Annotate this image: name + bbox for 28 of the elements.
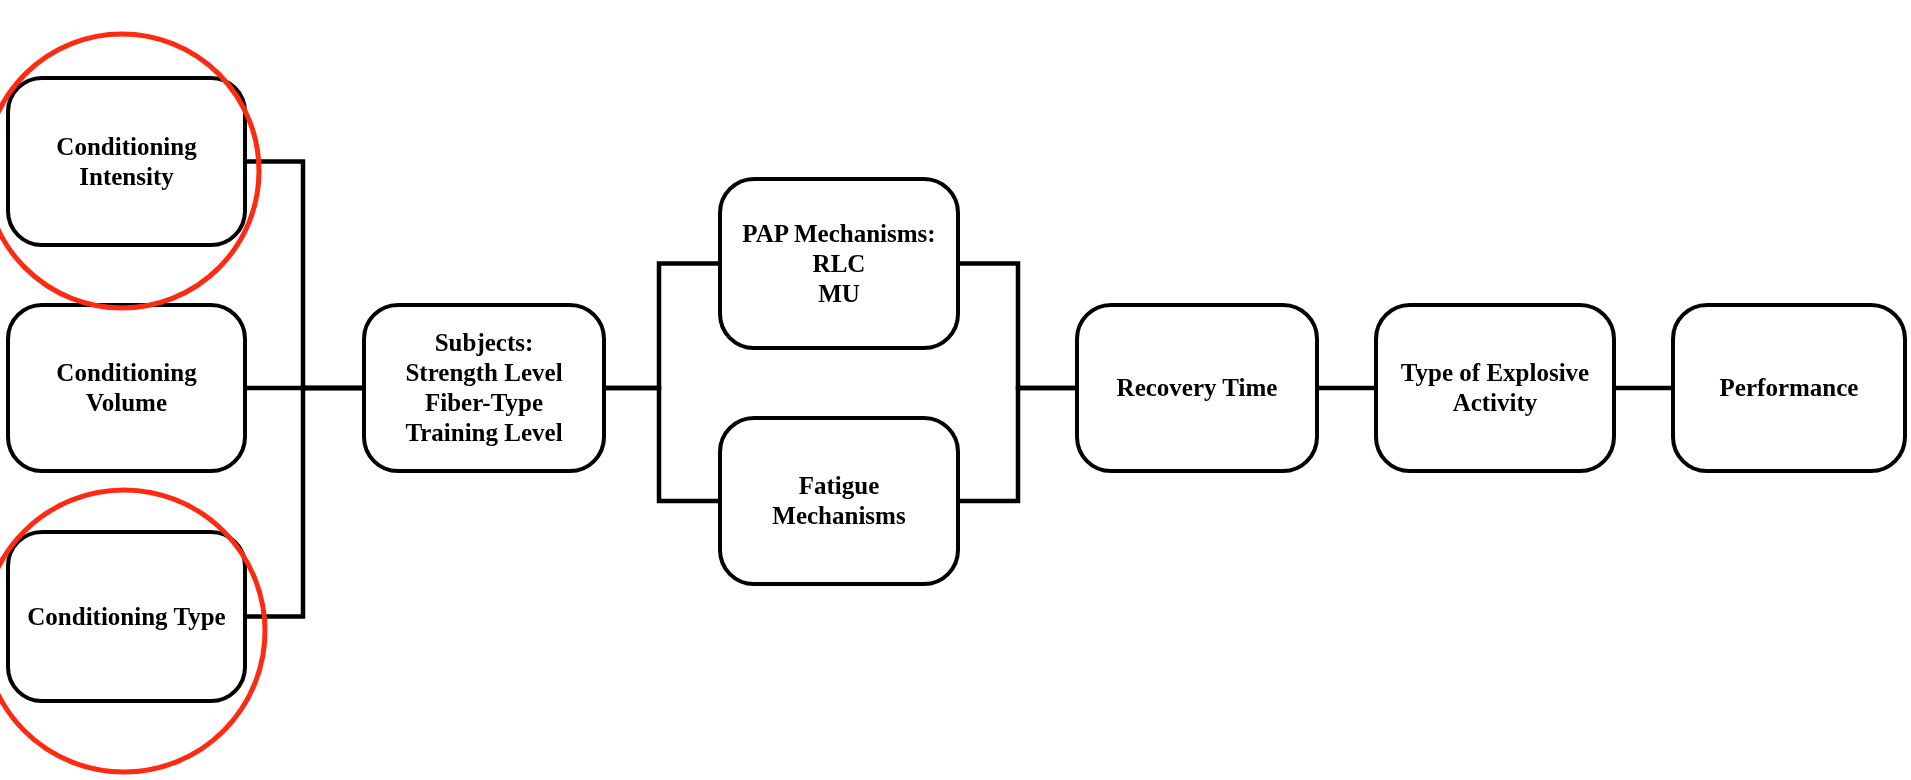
box-label: Conditioning Volume (55, 358, 198, 418)
rounded-box (6, 76, 247, 247)
rounded-box (718, 177, 960, 350)
rounded-box (718, 416, 960, 586)
box-label: Conditioning Type (27, 601, 226, 632)
box-label: Fiber-Type (425, 388, 543, 418)
box-label: MU (818, 278, 860, 309)
box-label: Type of Explosive Activity (1399, 358, 1591, 418)
box-label: Subjects: (434, 328, 534, 358)
box-label: RLC (812, 248, 866, 279)
box-label: Performance (1719, 373, 1859, 403)
box-label: Conditioning Intensity (55, 131, 198, 192)
connector-line (606, 385, 718, 504)
rounded-box (6, 303, 247, 473)
rounded-box (362, 303, 606, 473)
box-label: PAP Mechanisms: (742, 218, 936, 249)
box-label: Recovery Time (1116, 373, 1278, 403)
rounded-box (1075, 303, 1319, 473)
connector-line (1319, 385, 1374, 391)
connector-line (1616, 385, 1671, 391)
rounded-box (6, 530, 247, 703)
rounded-box (1374, 303, 1616, 473)
connector-line (247, 385, 362, 619)
rounded-box (1671, 303, 1907, 473)
box-label: Fatigue Mechanisms (771, 471, 907, 531)
connector-line (960, 385, 1075, 504)
box-label: Training Level (405, 418, 563, 448)
box-label: Strength Level (405, 358, 563, 388)
